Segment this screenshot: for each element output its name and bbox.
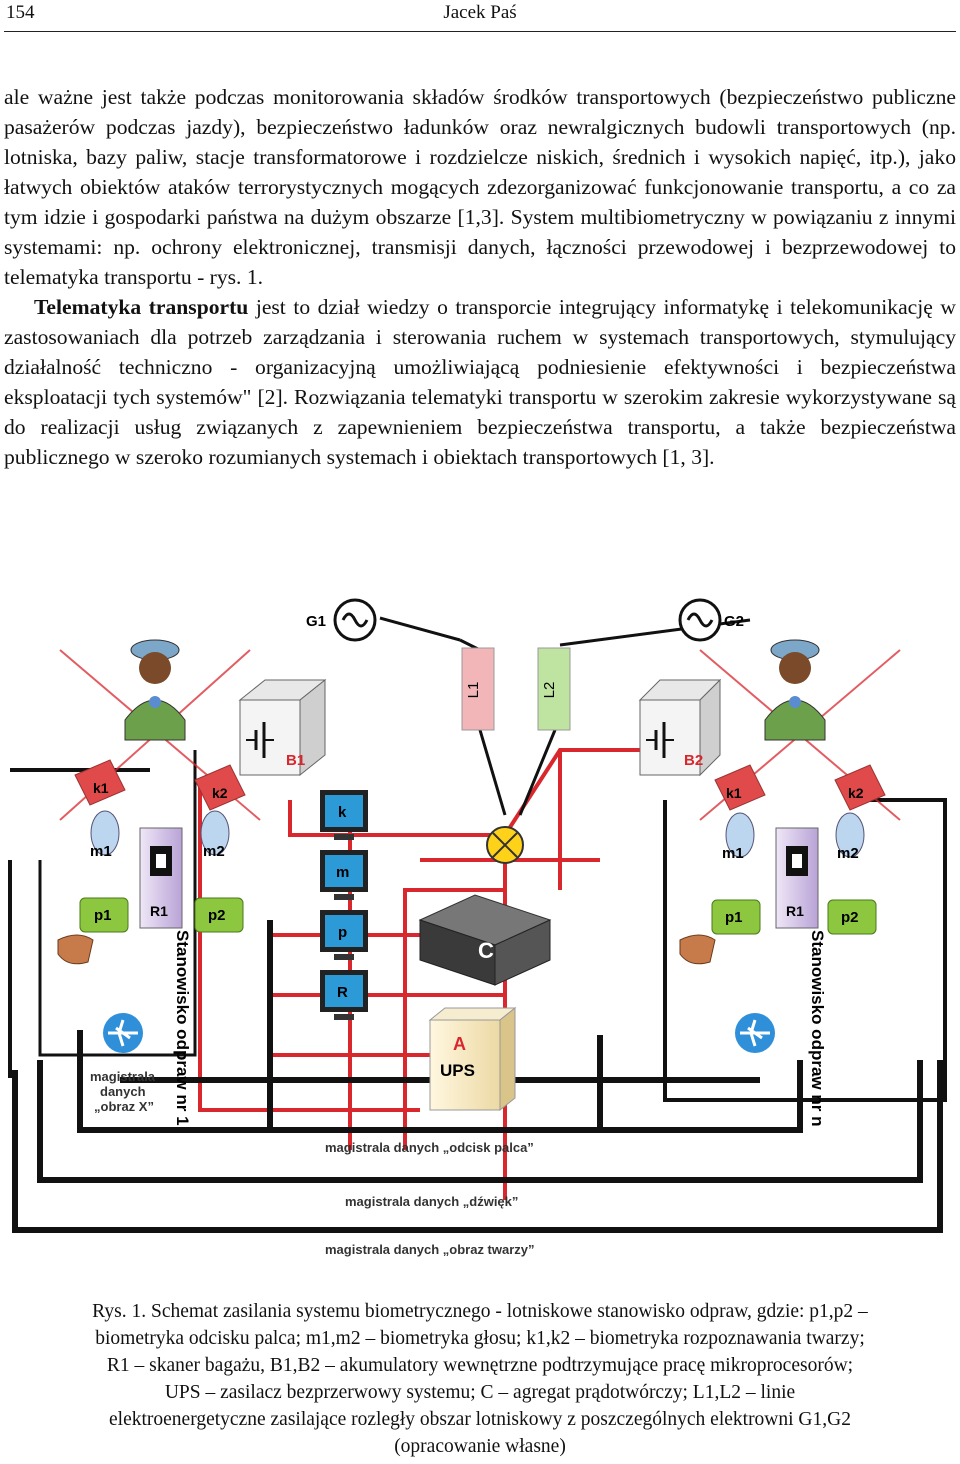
camera-k2-left: k2 xyxy=(194,764,246,811)
line-l2-label: L2 xyxy=(541,682,558,699)
body-text: ale ważne jest także podczas monitorowan… xyxy=(4,82,956,472)
svg-text:m1: m1 xyxy=(722,845,744,862)
line-l1-label: L1 xyxy=(465,682,482,699)
svg-text:magistrala: magistrala xyxy=(90,1069,156,1084)
svg-text:p1: p1 xyxy=(94,907,112,924)
fingerprint-p2-right: p2 xyxy=(827,899,877,935)
paragraph-2: Telematyka transportu jest to dział wied… xyxy=(4,292,956,472)
svg-text:k1: k1 xyxy=(93,780,109,796)
figure-1: G1 G2 L1 L2 B1 B2 xyxy=(0,590,960,1290)
svg-text:R: R xyxy=(337,984,348,1001)
svg-text:p2: p2 xyxy=(208,907,226,924)
svg-text:m1: m1 xyxy=(90,843,112,860)
hand-left-icon xyxy=(57,934,94,965)
microphone-m2-right: m2 xyxy=(835,812,865,862)
svg-text:C: C xyxy=(478,938,494,963)
caption-line-4: UPS – zasilacz bezprzerwowy systemu; C –… xyxy=(164,1382,796,1403)
paragraph-2-text: jest to dział wiedzy o transporcie integ… xyxy=(4,295,956,469)
svg-text:R1: R1 xyxy=(150,903,168,919)
generator-g2-label: G2 xyxy=(724,613,744,630)
bus-label-face: magistrala danych „obraz twarzy” xyxy=(325,1242,535,1257)
microphone-m1-left: m1 xyxy=(90,810,120,860)
bus-label-finger: magistrala danych „odcisk palca” xyxy=(325,1140,534,1155)
svg-text:p: p xyxy=(338,924,347,941)
caption-line-5: elektroenergetyczne zasilające rozległy … xyxy=(109,1409,851,1430)
scanner-r1-left: R1 xyxy=(139,827,183,929)
svg-text:„obraz X”: „obraz X” xyxy=(94,1099,154,1114)
station-left-label: Stanowisko odpraw nr 1 xyxy=(173,930,192,1126)
airplane-icon-left xyxy=(103,1013,143,1053)
svg-text:A: A xyxy=(453,1034,466,1054)
svg-text:p1: p1 xyxy=(725,909,743,926)
caption-line-2: biometryka odcisku palca; m1,m2 – biomet… xyxy=(95,1328,865,1349)
header-rule xyxy=(4,31,956,32)
caption-line-3: R1 – skaner bagażu, B1,B2 – akumulatory … xyxy=(106,1355,854,1376)
battery-b2: B2 xyxy=(638,678,722,777)
fingerprint-p1-right: p1 xyxy=(711,899,761,935)
svg-text:m2: m2 xyxy=(837,845,859,862)
caption-line-1: Rys. 1. Schemat zasilania systemu biomet… xyxy=(92,1301,868,1322)
svg-text:k2: k2 xyxy=(848,785,864,801)
battery-b1: B1 xyxy=(238,678,327,777)
person-right-icon xyxy=(764,639,826,741)
data-buses xyxy=(12,920,943,1233)
fingerprint-p1-left: p1 xyxy=(79,897,129,933)
station-left-frame xyxy=(8,768,150,1078)
person-left-icon xyxy=(124,639,186,741)
svg-text:Stanowisko odpraw nr 1: Stanowisko odpraw nr 1 xyxy=(173,930,192,1126)
ups-unit: A UPS xyxy=(428,1006,517,1112)
generator-g1: G1 xyxy=(306,598,377,642)
station-right-label: Stanowisko odpraw nr n xyxy=(808,930,827,1126)
svg-text:Stanowisko odpraw nr n: Stanowisko odpraw nr n xyxy=(808,930,827,1126)
microphone-m1-right: m1 xyxy=(722,812,755,862)
svg-text:k1: k1 xyxy=(726,785,742,801)
running-author: Jacek Paś xyxy=(443,2,517,23)
bus-label-image: magistrala danych „obraz X” xyxy=(90,1069,156,1114)
figure-diagram: G1 G2 L1 L2 B1 B2 xyxy=(8,598,947,1257)
camera-k1-right: k1 xyxy=(714,764,766,811)
page-number: 154 xyxy=(6,2,35,23)
caption-line-6: (opracowanie własne) xyxy=(394,1436,566,1457)
line-l2: L2 xyxy=(537,647,571,731)
battery-b1-label: B1 xyxy=(286,752,305,769)
bus-label-sound: magistrala danych „dźwięk” xyxy=(345,1194,518,1209)
figure-caption: Rys. 1. Schemat zasilania systemu biomet… xyxy=(6,1298,954,1460)
monitor-p: p xyxy=(320,910,368,960)
svg-text:k2: k2 xyxy=(212,785,228,801)
svg-text:danych: danych xyxy=(100,1084,146,1099)
svg-text:UPS: UPS xyxy=(440,1061,475,1080)
airplane-icon-right xyxy=(735,1013,775,1053)
station-right-frame xyxy=(663,798,947,1102)
svg-text:k: k xyxy=(338,804,347,821)
monitor-r: R xyxy=(320,970,368,1020)
paragraph-1: ale ważne jest także podczas monitorowan… xyxy=(4,85,956,289)
line-l1: L1 xyxy=(461,647,495,731)
svg-text:m: m xyxy=(336,864,349,881)
generator-g1-label: G1 xyxy=(306,613,326,630)
camera-k1-left: k1 xyxy=(74,759,126,806)
generator-g2: G2 xyxy=(678,598,744,642)
fingerprint-p2-left: p2 xyxy=(194,897,244,933)
term-telematyka: Telematyka transportu xyxy=(34,295,249,319)
scanner-r1-right: R1 xyxy=(775,827,819,929)
svg-text:m2: m2 xyxy=(203,843,225,860)
aggregate-c: C xyxy=(418,894,552,986)
monitor-k: k xyxy=(320,790,368,840)
svg-text:p2: p2 xyxy=(841,909,859,926)
page-header: 154 Jacek Paś xyxy=(0,0,960,34)
microphone-m2-left: m2 xyxy=(200,810,230,860)
monitor-m: m xyxy=(320,850,368,900)
lamp-icon xyxy=(486,826,524,864)
hand-right-icon xyxy=(679,934,716,965)
svg-text:R1: R1 xyxy=(786,903,804,919)
battery-b2-label: B2 xyxy=(684,752,703,769)
camera-k2-right: k2 xyxy=(834,764,886,811)
